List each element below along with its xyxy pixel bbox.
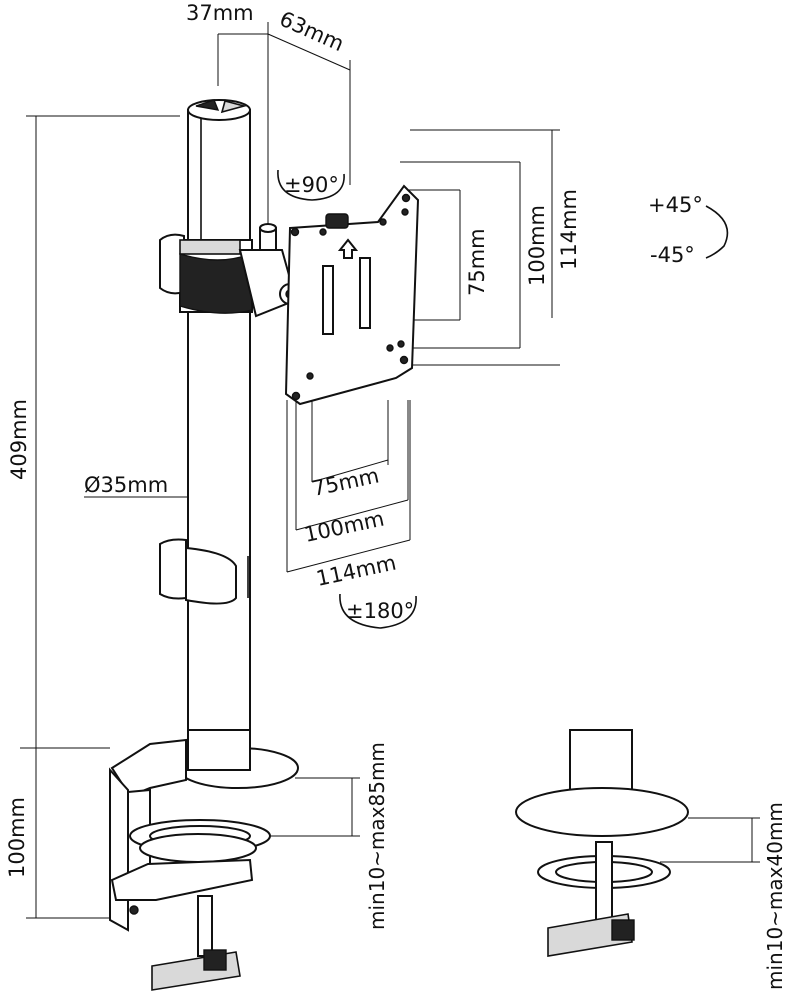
vesa-100-vertical-label: 100mm <box>525 205 549 286</box>
vesa-75-horizontal-label: 75mm <box>310 463 381 501</box>
rotation-label: ±180° <box>346 599 414 623</box>
pole-height-label: 409mm <box>7 399 31 480</box>
offset-37-label: 37mm <box>186 1 254 25</box>
vesa-100-horizontal-label: 100mm <box>302 507 386 547</box>
clamp-range-label: min10~max85mm <box>365 742 389 930</box>
tilt-minus-label: -45° <box>650 243 695 267</box>
vesa-114-vertical-label: 114mm <box>557 189 581 270</box>
pole-diameter-label: Ø35mm <box>84 473 168 497</box>
swivel-label: ±90° <box>284 173 339 197</box>
grommet-range-label: min10~max40mm <box>763 802 787 990</box>
main-pole <box>187 99 251 779</box>
vesa-75-vertical-label: 75mm <box>465 228 489 296</box>
rotation-arrows <box>277 169 729 629</box>
cable-clip <box>159 538 249 605</box>
desk-clamp <box>109 729 299 991</box>
arm-collar <box>159 223 301 318</box>
grommet-mount <box>515 729 689 957</box>
vesa-114-horizontal-label: 114mm <box>314 551 398 591</box>
clamp-height-label: 100mm <box>5 797 29 878</box>
offset-63-label: 63mm <box>276 7 348 56</box>
tilt-plus-label: +45° <box>648 193 703 217</box>
vesa-plate <box>284 184 420 406</box>
